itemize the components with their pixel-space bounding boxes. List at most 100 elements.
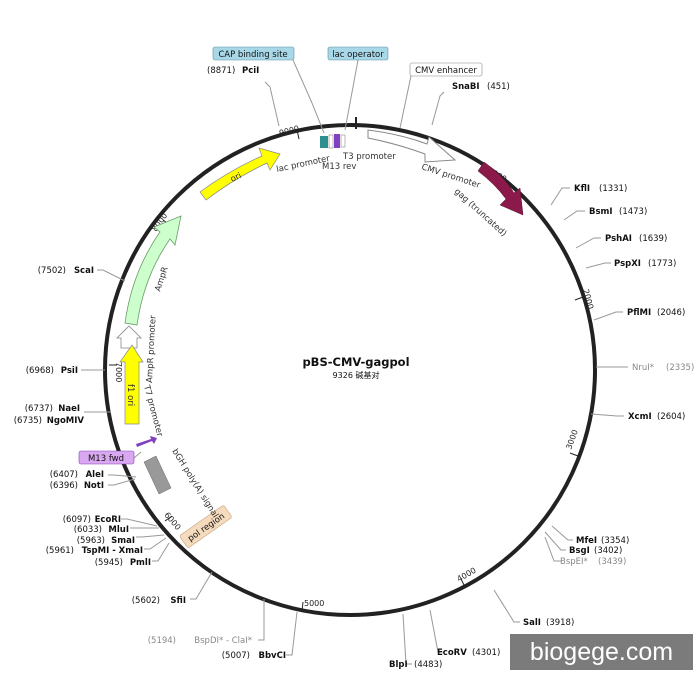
svg-text:SnaBI: SnaBI — [452, 82, 480, 92]
feature-ampr — [124, 215, 182, 326]
svg-text:(4301): (4301) — [472, 648, 500, 658]
feature-lac-elements — [320, 134, 346, 149]
svg-text:PmlI: PmlI — [130, 558, 151, 568]
svg-text:(5194): (5194) — [148, 636, 176, 646]
svg-text:EcoRI: EcoRI — [95, 515, 121, 525]
svg-text:(1773): (1773) — [648, 259, 676, 269]
t7-promoter-label: T7 promoter — [141, 383, 165, 438]
svg-text:(1473): (1473) — [619, 207, 647, 217]
svg-text:lac operator: lac operator — [332, 50, 384, 60]
site-label-bbvci: (5007) BbvCI — [222, 651, 286, 661]
site-label-pflmi: PflMI (2046) — [627, 308, 685, 318]
site-label-mlui: (6033) MluI — [74, 525, 129, 535]
lac-operator-label: lac operator — [327, 46, 389, 61]
feature-cmv-promoter — [367, 129, 457, 163]
watermark-logo: biogege.com — [510, 634, 693, 670]
svg-text:(6097): (6097) — [63, 515, 91, 525]
f1-ori-label: f1 ori — [125, 384, 135, 406]
site-label-sfii: (5602) SfiI — [132, 596, 186, 606]
ampr-promoter-label: AmpR promoter — [145, 315, 159, 383]
plasmid-name: pBS-CMV-gagpol — [302, 355, 409, 369]
site-label-sali: SalI (3918) — [523, 618, 574, 628]
svg-text:BlpI: BlpI — [389, 660, 408, 670]
svg-text:NgoMIV: NgoMIV — [47, 416, 85, 426]
svg-text:SalI: SalI — [523, 618, 541, 628]
tick-label-5000: 5000 — [304, 599, 324, 608]
svg-text:BbvCI: BbvCI — [258, 651, 286, 661]
svg-text:(4483): (4483) — [414, 660, 442, 670]
svg-text:(5007): (5007) — [222, 651, 250, 661]
svg-text:NruI*: NruI* — [632, 363, 654, 373]
svg-text:BspDI* - ClaI*: BspDI* - ClaI* — [194, 636, 252, 646]
svg-text:(3439): (3439) — [598, 557, 626, 567]
svg-text:BspEI*: BspEI* — [560, 557, 588, 567]
cmv-promoter-label: CMV promoter — [420, 162, 482, 191]
site-label-xcmi: XcmI (2604) — [628, 412, 685, 422]
site-label-pspxi: PspXI (1773) — [614, 259, 676, 269]
svg-text:PciI: PciI — [242, 66, 259, 76]
svg-text:NaeI: NaeI — [58, 404, 80, 414]
svg-text:SmaI: SmaI — [111, 536, 135, 546]
svg-text:(6735): (6735) — [14, 416, 42, 426]
tick-label-3000: 3000 — [564, 428, 579, 450]
feature-f1-ori — [119, 344, 144, 425]
svg-text:SfiI: SfiI — [170, 596, 186, 606]
svg-text:PsiI: PsiI — [61, 366, 78, 376]
svg-text:MluI: MluI — [108, 525, 129, 535]
svg-text:(7502): (7502) — [38, 266, 66, 276]
site-label-bsgi: BsgI (3402) — [569, 546, 622, 556]
svg-text:(1331): (1331) — [599, 184, 627, 194]
svg-text:TspMI - XmaI: TspMI - XmaI — [82, 546, 143, 556]
feature-ampr-promoter — [116, 325, 142, 349]
svg-text:(6407): (6407) — [50, 470, 78, 480]
plasmid-backbone — [103, 123, 597, 617]
site-label-bspei: BspEI* (3439) — [560, 557, 626, 567]
scale-ticks — [109, 117, 584, 612]
svg-text:AleI: AleI — [86, 470, 104, 480]
feature-gag — [477, 161, 524, 216]
site-label-kfli: KflI (1331) — [574, 184, 627, 194]
site-label-snabi: SnaBI (451) — [452, 82, 510, 92]
site-label-ecorv: EcoRV (4301) — [437, 648, 500, 658]
site-label-blpi: BlpI (4483) — [389, 660, 442, 670]
svg-text:BsgI: BsgI — [569, 546, 590, 556]
svg-text:PflMI: PflMI — [627, 308, 651, 318]
svg-text:(5961): (5961) — [46, 546, 74, 556]
site-label-alei: (6407) AleI — [50, 470, 104, 480]
svg-text:KflI: KflI — [574, 184, 590, 194]
m13-fwd-label: M13 fwd — [78, 450, 135, 465]
svg-text:(6737): (6737) — [25, 404, 53, 414]
svg-text:(3918): (3918) — [546, 618, 574, 628]
svg-text:ScaI: ScaI — [74, 266, 94, 276]
svg-text:M13 fwd: M13 fwd — [88, 454, 124, 464]
site-label-bspdi-clai: (5194) BspDI* - ClaI* — [148, 636, 252, 646]
pol-region-label: pol region — [179, 505, 232, 548]
m13-rev-label: M13 rev — [322, 162, 356, 172]
feature-bgh — [143, 455, 172, 495]
svg-text:CAP binding site: CAP binding site — [218, 50, 287, 60]
svg-text:(2335): (2335) — [666, 363, 694, 373]
site-label-mfei: MfeI (3354) — [576, 536, 629, 546]
site-connectors — [81, 81, 628, 665]
svg-text:(3402): (3402) — [594, 546, 622, 556]
site-label-scai: (7502) ScaI — [38, 266, 94, 276]
svg-text:(5963): (5963) — [77, 536, 105, 546]
svg-text:PspXI: PspXI — [614, 259, 641, 269]
site-label-bsmi: BsmI (1473) — [589, 207, 647, 217]
tick-label-7000: 7000 — [114, 362, 123, 382]
site-label-noti: (6396) NotI — [50, 481, 104, 491]
site-label-psii: (6968) PsiI — [26, 366, 78, 376]
plasmid-size: 9326 碱基对 — [333, 370, 380, 380]
t3-promoter-label: T3 promoter — [342, 152, 396, 162]
site-label-pcii: (8871) PciI — [207, 66, 259, 76]
svg-text:(2604): (2604) — [657, 412, 685, 422]
ori-label: ori — [229, 171, 243, 185]
svg-text:BsmI: BsmI — [589, 207, 613, 217]
site-label-pmli: (5945) PmlI — [95, 558, 151, 568]
site-label-pshai: PshAI (1639) — [605, 234, 667, 244]
svg-text:(6396): (6396) — [50, 481, 78, 491]
svg-text:PshAI: PshAI — [605, 234, 632, 244]
svg-text:(1639): (1639) — [639, 234, 667, 244]
svg-text:EcoRV: EcoRV — [437, 648, 467, 658]
svg-text:MfeI: MfeI — [576, 536, 597, 546]
